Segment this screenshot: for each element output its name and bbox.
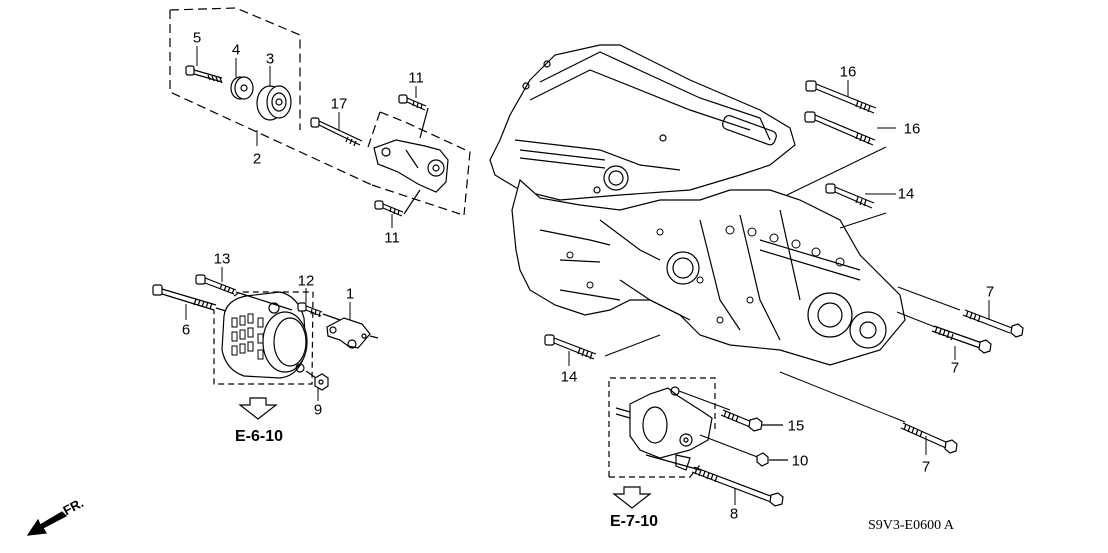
- callout-16-upper[interactable]: 16: [839, 63, 857, 81]
- ref-arrow-starter[interactable]: [612, 486, 652, 509]
- callout-10[interactable]: 10: [791, 452, 809, 470]
- bolt-13[interactable]: [195, 274, 293, 311]
- callout-11-lower[interactable]: 11: [384, 229, 400, 247]
- leader-lines: [604, 146, 961, 423]
- bolt-7-middle[interactable]: [931, 325, 992, 354]
- ref-link-starter[interactable]: E-7-10: [609, 513, 659, 530]
- bolt-14-upper[interactable]: [825, 183, 875, 209]
- bolt-7-upper[interactable]: [962, 309, 1024, 338]
- bolt-11-upper[interactable]: [398, 94, 429, 139]
- bolt-5[interactable]: [185, 65, 223, 84]
- alternator-box: [213, 291, 314, 385]
- callout-14-lower[interactable]: 14: [560, 368, 578, 386]
- callout-6[interactable]: 6: [181, 321, 191, 339]
- callout-3[interactable]: 3: [265, 50, 275, 68]
- nut-9[interactable]: [305, 370, 329, 391]
- bolt-11-lower[interactable]: [374, 189, 421, 217]
- alternator[interactable]: [221, 291, 308, 379]
- callout-7-middle[interactable]: 7: [950, 359, 960, 377]
- bolt-16-upper[interactable]: [805, 80, 877, 114]
- engine-transmission-assembly: [489, 44, 906, 366]
- bolt-14-lower[interactable]: [544, 334, 597, 360]
- tensioner-bracket-box: [366, 111, 471, 216]
- callout-15[interactable]: 15: [787, 417, 805, 435]
- starter-motor[interactable]: [615, 386, 761, 471]
- bolt-8[interactable]: [691, 466, 784, 507]
- callout-leaders: [185, 46, 990, 505]
- bolt-16-lower[interactable]: [804, 111, 876, 146]
- alternator-bracket-1[interactable]: [326, 317, 379, 349]
- callout-7-lower[interactable]: 7: [921, 458, 931, 476]
- bolt-12[interactable]: [297, 302, 341, 321]
- callout-2[interactable]: 2: [252, 150, 262, 168]
- front-direction-arrow: [26, 511, 68, 536]
- callout-8[interactable]: 8: [729, 505, 739, 523]
- callout-12[interactable]: 12: [297, 272, 315, 290]
- auto-tensioner[interactable]: [373, 139, 449, 193]
- diagram-code: S9V3-E0600 A: [868, 518, 954, 533]
- idler-pulley-3[interactable]: [256, 85, 292, 121]
- callout-13[interactable]: 13: [213, 250, 231, 268]
- callout-14-upper[interactable]: 14: [897, 185, 915, 203]
- bolt-7-lower[interactable]: [900, 422, 958, 454]
- callout-9[interactable]: 9: [313, 401, 323, 419]
- callout-7-upper[interactable]: 7: [985, 283, 995, 301]
- callout-17[interactable]: 17: [330, 95, 348, 113]
- ref-arrow-alternator[interactable]: [238, 397, 278, 420]
- ref-link-alternator[interactable]: E-6-10: [234, 428, 284, 445]
- bolt-6[interactable]: [152, 284, 227, 312]
- callout-5[interactable]: 5: [192, 29, 202, 47]
- washer-4[interactable]: [230, 76, 254, 100]
- callout-11-upper[interactable]: 11: [408, 69, 424, 87]
- bolt-17[interactable]: [310, 117, 363, 147]
- callout-16-lower[interactable]: 16: [903, 120, 921, 138]
- callout-4[interactable]: 4: [231, 41, 241, 59]
- tensioner-group-box: [169, 7, 373, 186]
- callout-1[interactable]: 1: [345, 285, 355, 303]
- bolt-15[interactable]: [720, 409, 783, 432]
- nut-10[interactable]: [756, 452, 788, 467]
